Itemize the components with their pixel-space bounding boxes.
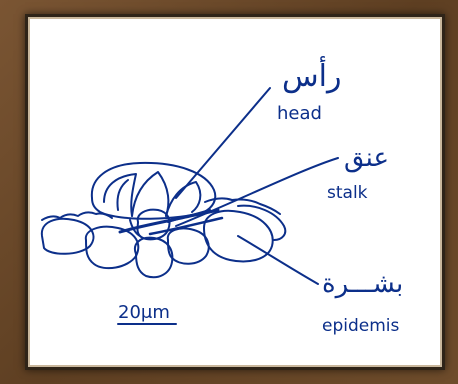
epidermis-cell-6 [238, 206, 285, 240]
epidermis-label-english: epidemis [322, 316, 400, 336]
epidermis-label-arabic: بشـــرة [322, 269, 403, 299]
epidermis-cell-4 [168, 228, 209, 263]
head-cell-1 [104, 174, 136, 216]
leader-epidermis [238, 236, 318, 284]
head-label-english: head [277, 103, 322, 124]
head-label-arabic: رأس [282, 55, 341, 94]
leader-head [176, 88, 270, 198]
scale-bar-label: 20μm [118, 302, 170, 323]
attachment-strokes-2 [150, 218, 222, 234]
head-cell-3 [166, 182, 200, 216]
epidermis-cell-3 [135, 238, 172, 278]
stalk-label-english: stalk [327, 183, 368, 203]
stalk-label-arabic: عنق [344, 143, 389, 173]
head-cell-4 [117, 180, 128, 210]
